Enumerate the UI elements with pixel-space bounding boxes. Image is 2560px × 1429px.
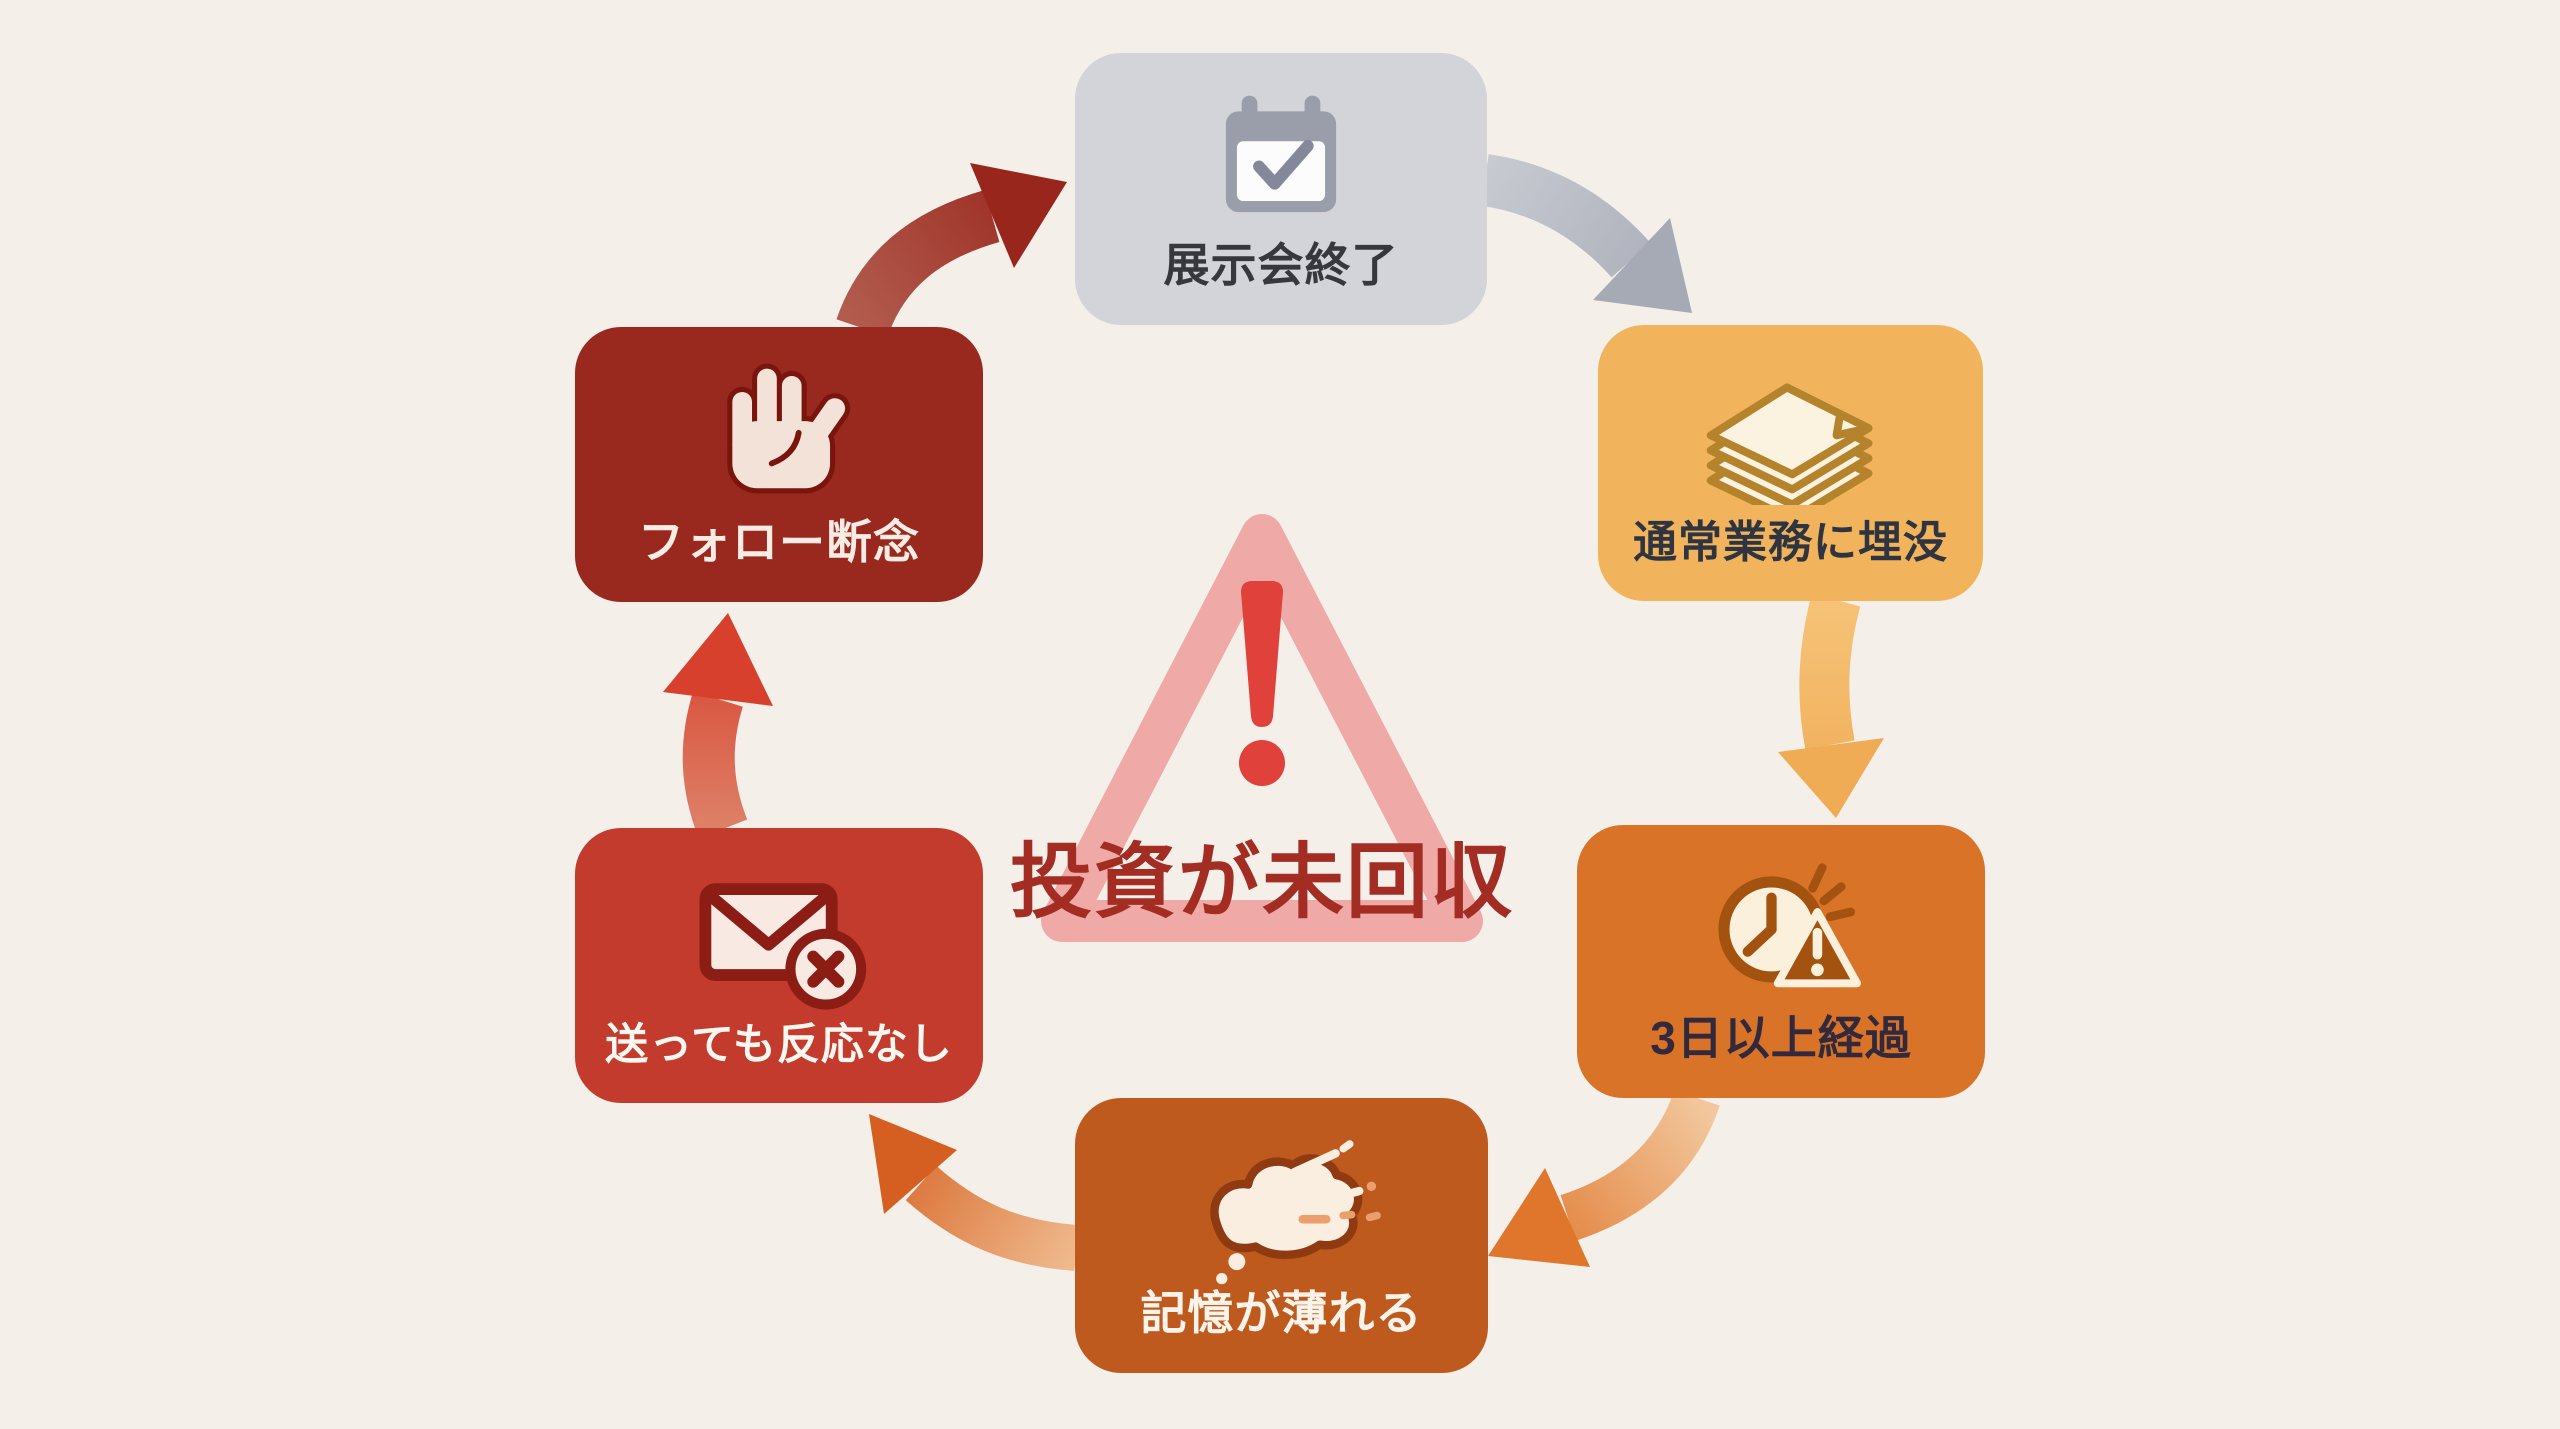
node-no-response: 送っても反応なし (575, 828, 983, 1103)
arrow-abandon-to-exhibition (836, 163, 1067, 338)
calendar-check-icon (1225, 95, 1337, 213)
warning-triangle-icon (1041, 514, 1483, 942)
node-memory-fades: 記憶が薄れる (1075, 1098, 1488, 1373)
node-three-plus-days-pass: 3日以上経過 (1577, 825, 1985, 1098)
arrow-no-response-to-abandon (663, 613, 773, 839)
mail-x-icon (699, 883, 866, 1010)
node-label: 展示会終了 (1163, 239, 1399, 292)
stop-hand-icon (727, 363, 851, 494)
clock-alert-icon (1718, 863, 1861, 988)
node-label: 記憶が薄れる (1140, 1287, 1423, 1340)
paper-stack-icon (1706, 383, 1873, 505)
thought-cloud-icon (1209, 1140, 1381, 1285)
arrow-three-days-to-memory (1488, 1089, 1720, 1267)
node-label: 通常業務に埋没 (1633, 517, 1948, 567)
arrow-buried-to-three-days (1778, 593, 1884, 818)
node-label: 送っても反応なし (605, 1020, 953, 1069)
center-warning-label: 投資が未回収 (1009, 837, 1514, 928)
node-label: フォロー断念 (638, 516, 920, 569)
node-follow-up-abandoned: フォロー断念 (575, 327, 983, 602)
arrow-memory-to-no-response (869, 1114, 1078, 1271)
node-buried-in-daily-work: 通常業務に埋没 (1598, 325, 1983, 601)
node-exhibition-end: 展示会終了 (1075, 53, 1487, 325)
arrow-exhibition-to-buried (1480, 154, 1692, 313)
node-label: 3日以上経過 (1650, 1012, 1912, 1065)
